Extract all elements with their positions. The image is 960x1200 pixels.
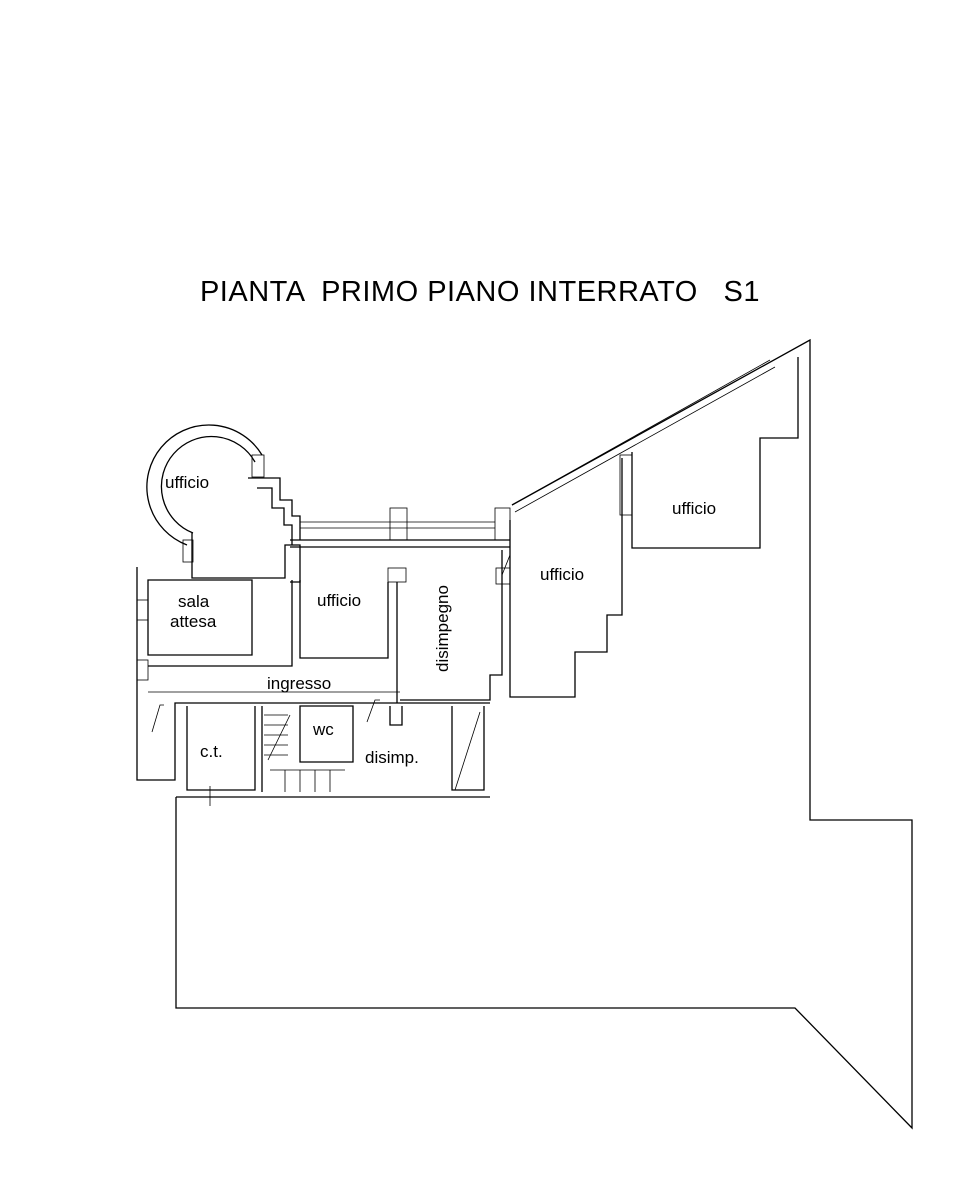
room-label-ufficio-right: ufficio: [672, 499, 716, 518]
diagonal-wing: [509, 357, 799, 698]
room-label-disimp: disimp.: [365, 748, 419, 767]
room-label-ufficio-round: ufficio: [165, 473, 209, 492]
room-label-wc: wc: [312, 720, 334, 739]
room-label-sala: sala: [178, 592, 210, 611]
round-tower: [146, 424, 265, 563]
room-label-attesa: attesa: [170, 612, 217, 631]
room-label-ingresso: ingresso: [267, 674, 331, 693]
room-label-disimpegno: disimpegno: [433, 585, 452, 672]
room-label-ufficio-mid: ufficio: [540, 565, 584, 584]
central-block: [299, 550, 511, 703]
room-label-ct: c.t.: [200, 742, 223, 761]
stepped-wall-left: [191, 477, 301, 583]
sala-attesa-block: [136, 567, 490, 781]
room-label-ufficio-center: ufficio: [317, 591, 361, 610]
plan-title: PIANTA PRIMO PIANO INTERRATO S1: [199, 276, 761, 308]
glazed-corridor: [290, 507, 511, 548]
site-boundary: [175, 338, 913, 1130]
room-labels: ufficio ufficio ufficio ufficio sala att…: [165, 473, 716, 767]
lower-rooms: [176, 699, 490, 806]
